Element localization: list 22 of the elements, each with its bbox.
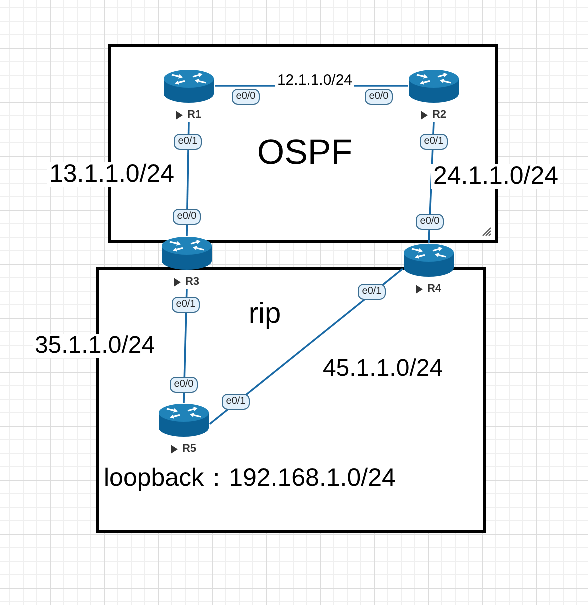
router-name: R1 — [187, 108, 202, 122]
note-text: loopback：192.168.1.0/24 — [104, 466, 396, 491]
subnet-label: 35.1.1.0/24 — [32, 334, 158, 358]
port-label: e0/0 — [416, 214, 444, 230]
port-label: e0/1 — [222, 394, 250, 410]
port-label: e0/1 — [174, 134, 202, 150]
router-name: R2 — [432, 108, 447, 122]
subnet-label: 24.1.1.0/24 — [431, 164, 561, 189]
port-label: e0/0 — [365, 89, 393, 105]
router-name: R3 — [185, 275, 200, 289]
area-label: rip — [248, 300, 282, 329]
port-label: e0/0 — [173, 209, 201, 225]
router-name: R4 — [427, 282, 442, 296]
router-name: R5 — [182, 442, 197, 456]
port-label: e0/0 — [170, 377, 198, 393]
subnet-label: 12.1.1.0/24 — [275, 73, 355, 88]
area-label: OSPF — [257, 135, 353, 170]
port-label: e0/1 — [172, 297, 200, 313]
port-label: e0/1 — [420, 134, 448, 150]
port-label: e0/1 — [358, 284, 386, 300]
subnet-label: 13.1.1.0/24 — [47, 162, 177, 187]
port-label: e0/0 — [232, 89, 260, 105]
